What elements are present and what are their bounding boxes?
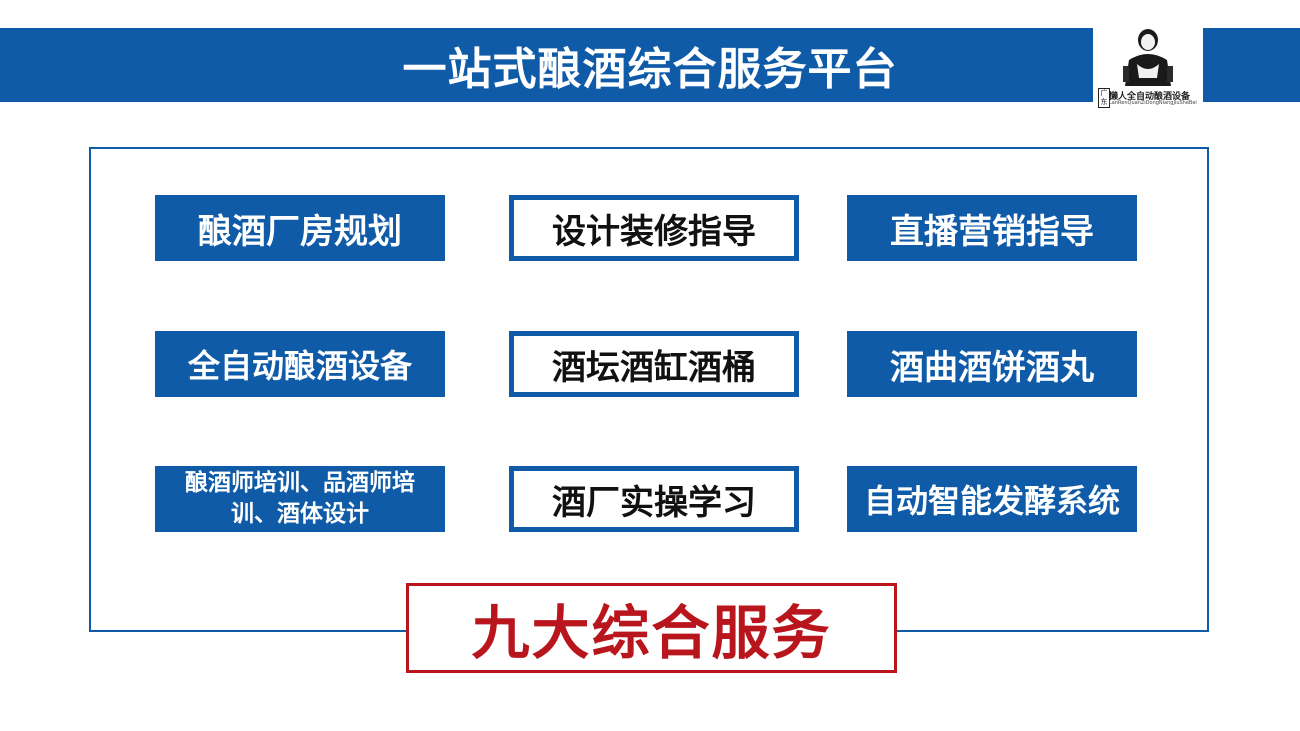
logo-name: 懒人全自动酿酒设备 [1109,92,1191,102]
logo-pinyin: LanRenQuanZiDongNiangJiuSheBei [1109,100,1197,106]
service-yeast-cakes: 酒曲酒饼酒丸 [847,331,1137,397]
service-livestream-marketing: 直播营销指导 [847,195,1137,261]
service-brewer-training: 酿酒师培训、品酒师培训、酒体设计 [155,466,445,532]
service-practical-study: 酒厂实操学习 [509,466,799,532]
service-smart-fermentation: 自动智能发酵系统 [847,466,1137,532]
seal-stamp: 广东 [1098,88,1110,108]
service-jars-vats-barrels: 酒坛酒缸酒桶 [509,331,799,397]
service-factory-planning: 酿酒厂房规划 [155,195,445,261]
title-banner [0,28,1300,102]
service-design-guidance: 设计装修指导 [509,195,799,261]
nine-services-label: 九大综合服务 [406,583,897,673]
service-auto-brewing-equipment: 全自动酿酒设备 [155,331,445,397]
mascot-icon [1123,29,1173,86]
brand-logo: 广东 懒人全自动酿酒设备 LanRenQuanZiDongNiangJiuShe… [1093,20,1203,108]
page-title: 一站式酿酒综合服务平台 [402,44,898,95]
